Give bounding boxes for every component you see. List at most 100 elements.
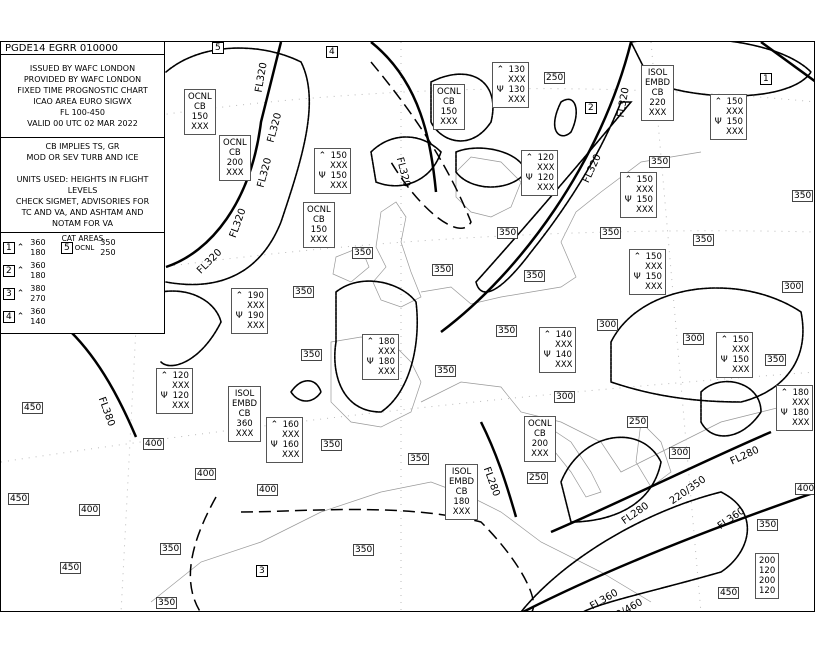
cat-area-label: 2 [585, 102, 597, 114]
turbulence-icon: ⌃ [270, 420, 279, 430]
tropopause-height-box: 300 [554, 391, 576, 403]
label-line: XXX [633, 282, 662, 292]
label-value: XXX [732, 365, 750, 375]
label-line: ⌃160 [270, 420, 299, 430]
label-line: XXX [270, 430, 299, 440]
label-line: ⌃150 [318, 151, 347, 161]
label-line: CB [232, 409, 257, 419]
label-value: OCNL [188, 92, 212, 102]
label-value: XXX [330, 161, 348, 171]
label-value: XXX [792, 398, 810, 408]
label-value: XXX [247, 321, 265, 331]
label-line: ⌃150 [714, 97, 743, 107]
label-line: ISOL [449, 467, 474, 477]
icing-icon: Ψ [720, 355, 728, 365]
label-value: 150 [636, 175, 653, 185]
label-line: OCNL [437, 87, 461, 97]
label-value: XXX [330, 181, 348, 191]
label-line: 220 [645, 98, 670, 108]
tropopause-height-box: 450 [718, 587, 740, 599]
label-value: 150 [726, 97, 743, 107]
note-line: TC AND VA, AND ASHTAM AND [21, 208, 144, 217]
label-value: XXX [645, 262, 663, 272]
label-value: 120 [172, 371, 189, 381]
icing-icon: Ψ [160, 391, 168, 401]
tropopause-height-box: 350 [408, 453, 430, 465]
label-line: XXX [160, 401, 189, 411]
label-line: CB [188, 102, 212, 112]
turbulence-icon: ⌃ [16, 289, 25, 299]
label-line: CB [223, 148, 247, 158]
label-value: 200 [226, 158, 243, 168]
cat-base-level: 180 [30, 248, 46, 257]
label-value: 150 [330, 171, 347, 181]
icing-icon: Ψ [780, 408, 788, 418]
label-value: 140 [555, 350, 572, 360]
tropopause-height-box: 350 [496, 325, 518, 337]
chart-code: PGDE14 EGRR 010000 [1, 42, 164, 55]
label-line: ⌃150 [624, 175, 653, 185]
label-value: 150 [310, 225, 327, 235]
tropopause-height-box: 350 [757, 519, 779, 531]
label-line: XXX [449, 507, 474, 517]
cat-top-level: 360 [30, 238, 46, 247]
label-line: ⌃180 [780, 388, 809, 398]
label-value: 120 [537, 153, 554, 163]
jet-stream-fl380 [70, 331, 138, 438]
label-value: 180 [792, 388, 809, 398]
label-value: 150 [645, 252, 662, 262]
label-line: 120 [759, 566, 775, 576]
cat-area-label: 3 [256, 565, 268, 577]
cat-area-label: 1 [760, 73, 772, 85]
label-value: XXX [555, 340, 573, 350]
turbulence-icon: ⌃ [624, 175, 633, 185]
cat-base-level: 270 [30, 294, 46, 303]
jet-stream-fl320-north [370, 42, 438, 193]
label-line: XXX [223, 168, 247, 178]
tropopause-height-box: 400 [195, 468, 217, 480]
label-value: CB [442, 97, 455, 107]
chart-map-layer [1, 42, 814, 611]
label-line: ⌃120 [160, 371, 189, 381]
note-line: CB IMPLIES TS, GR [45, 142, 120, 151]
label-value: 220 [649, 98, 666, 108]
label-line: 200 [759, 556, 775, 566]
icing-icon: Ψ [633, 272, 641, 282]
tropopause-height-box: 450 [22, 402, 44, 414]
cat-qualifier: OCNL [74, 244, 95, 252]
label-line: XXX [633, 262, 662, 272]
cat-area-number: 5 [61, 242, 73, 254]
issue-line: FL 100-450 [59, 108, 106, 117]
label-line: ISOL [232, 389, 257, 399]
label-line: XXX [366, 367, 395, 377]
note-line: UNITS USED: HEIGHTS IN FLIGHT LEVELS [16, 175, 149, 195]
label-value: XXX [191, 122, 209, 132]
label-line: XXX [160, 381, 189, 391]
jet-stream-fl320-east [440, 42, 633, 333]
grid-lines [1, 42, 814, 611]
cat-top-level: 380 [30, 284, 46, 293]
tropopause-height-box: 450 [60, 562, 82, 574]
label-line: 200 [223, 158, 247, 168]
label-line: ⌃150 [720, 335, 749, 345]
label-value: ISOL [234, 389, 255, 399]
tropopause-height-box: 250 [627, 416, 649, 428]
label-value: CB [455, 487, 468, 497]
tropopause-height-box: 400 [79, 504, 101, 516]
